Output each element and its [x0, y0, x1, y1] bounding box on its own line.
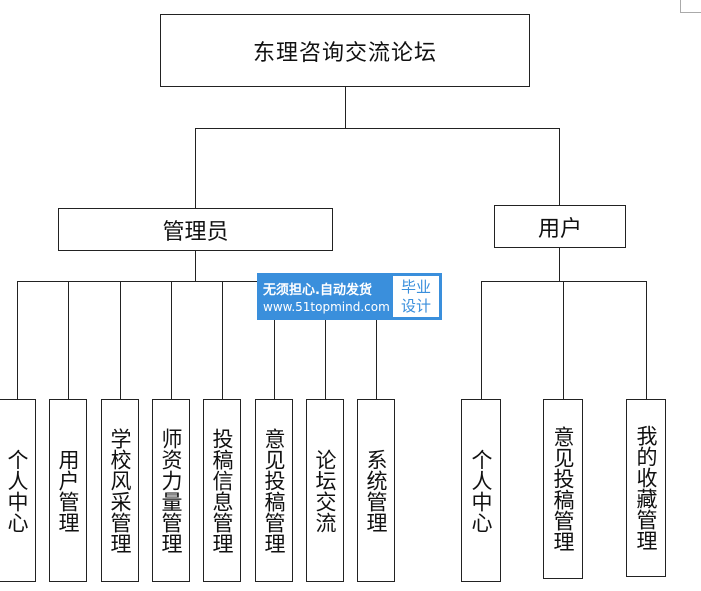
connector — [195, 251, 196, 281]
admin-module: 系统管理 — [357, 399, 395, 582]
admin-module: 师资力量管理 — [152, 399, 190, 582]
connector — [559, 248, 560, 281]
admin-module-label: 师资力量管理 — [159, 427, 183, 554]
watermark-tag-line1: 毕业 — [400, 277, 431, 296]
user-module-label: 意见投稿管理 — [551, 426, 575, 552]
root-node-label: 东理咨询交流论坛 — [252, 40, 437, 66]
admin-module-label: 系统管理 — [364, 448, 388, 533]
admin-module: 论坛交流 — [306, 399, 344, 582]
admin-module: 个人中心 — [0, 399, 36, 582]
watermark-badge[interactable]: 无须担心.自动发货 www.51topmind.com 毕业 设计 — [257, 273, 442, 320]
watermark-tag-line2: 设计 — [400, 296, 431, 315]
connector — [376, 281, 377, 399]
connector — [17, 281, 18, 399]
page-corner-mark — [680, 0, 701, 13]
admin-module: 意见投稿管理 — [255, 399, 293, 582]
admin-node: 管理员 — [58, 208, 333, 251]
watermark-url[interactable]: www.51topmind.com — [263, 300, 390, 314]
root-node: 东理咨询交流论坛 — [160, 14, 530, 87]
admin-module: 用户管理 — [49, 399, 87, 582]
connector — [222, 281, 223, 399]
connector — [120, 281, 121, 399]
connector — [195, 128, 560, 129]
connector — [481, 281, 647, 282]
admin-module: 学校风采管理 — [101, 399, 139, 582]
connector — [345, 87, 346, 128]
connector — [559, 128, 560, 205]
admin-module-label: 用户管理 — [56, 448, 80, 533]
admin-node-label: 管理员 — [162, 219, 229, 245]
admin-module-label: 学校风采管理 — [108, 427, 132, 554]
admin-module-label: 投稿信息管理 — [210, 427, 234, 554]
connector — [274, 281, 275, 399]
user-module-label: 我的收藏管理 — [634, 425, 658, 551]
user-module: 个人中心 — [461, 399, 501, 582]
connector — [646, 281, 647, 399]
watermark-tag: 毕业 设计 — [393, 276, 439, 317]
connector — [171, 281, 172, 399]
user-module: 意见投稿管理 — [543, 399, 583, 579]
connector — [17, 281, 377, 282]
connector — [195, 128, 196, 208]
connector — [68, 281, 69, 399]
user-node-label: 用户 — [537, 216, 582, 242]
user-module-label: 个人中心 — [469, 448, 493, 533]
connector — [325, 281, 326, 399]
admin-module: 投稿信息管理 — [203, 399, 241, 582]
watermark-slogan: 无须担心.自动发货 — [263, 283, 372, 298]
user-node: 用户 — [494, 205, 626, 248]
admin-module-label: 个人中心 — [5, 448, 29, 533]
connector — [563, 281, 564, 399]
user-module: 我的收藏管理 — [626, 399, 666, 577]
connector — [481, 281, 482, 399]
admin-module-label: 意见投稿管理 — [262, 427, 286, 554]
admin-module-label: 论坛交流 — [313, 448, 337, 533]
